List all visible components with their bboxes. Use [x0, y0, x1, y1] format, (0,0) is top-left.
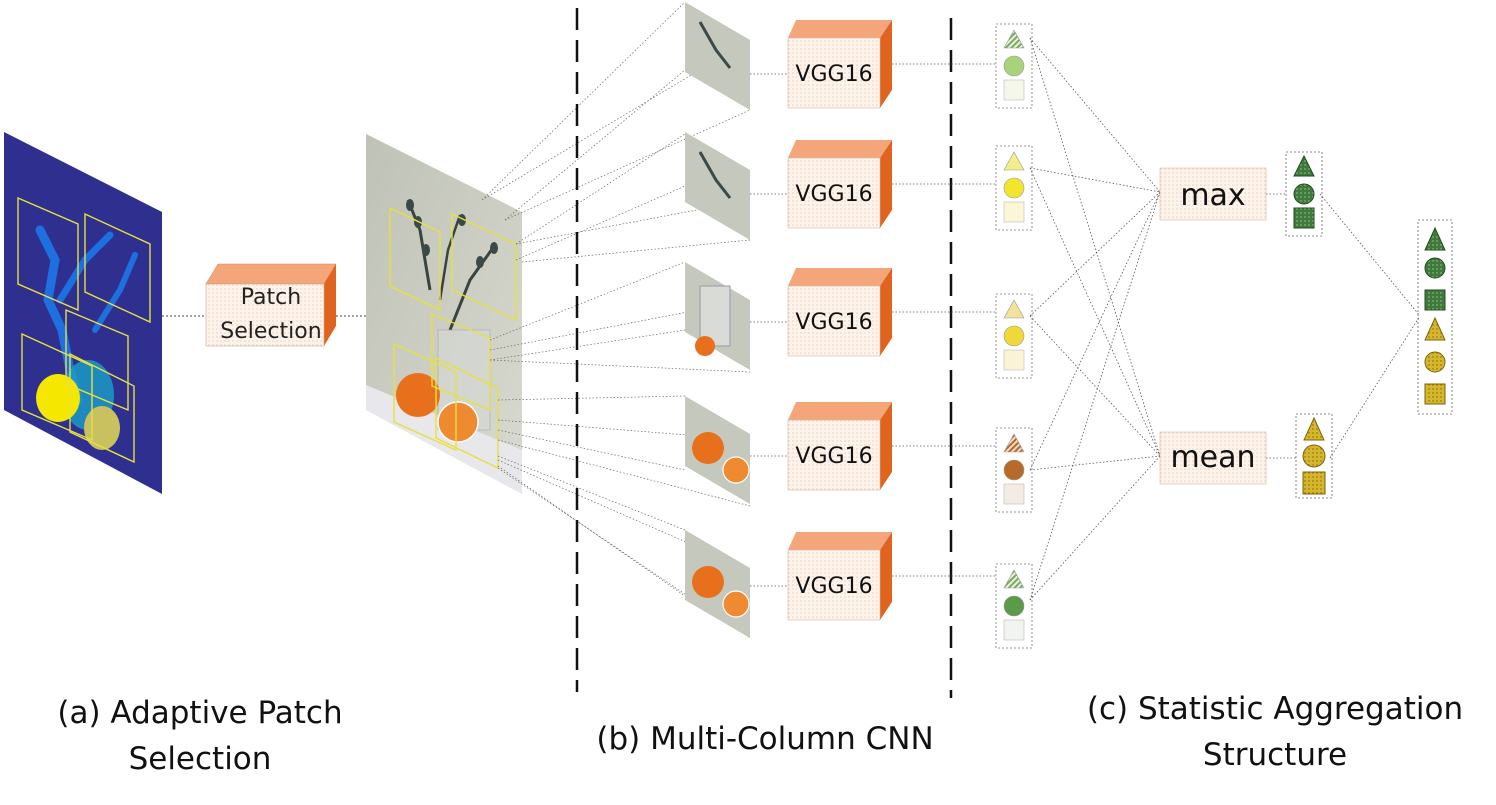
caption-c: (c) Statistic Aggregation Structure	[1060, 686, 1490, 778]
cnn-column-4: VGG16	[685, 396, 1033, 513]
caption-c-line1: (c) Statistic Aggregation	[1086, 691, 1464, 727]
mean-node: mean	[1159, 431, 1267, 485]
image-patch-4	[685, 396, 750, 504]
mean-label: mean	[1170, 440, 1255, 475]
column-feature-5	[995, 563, 1033, 649]
patch-selection-label-2: Selection	[220, 319, 321, 344]
patch-selection-label-1: Patch	[241, 285, 301, 310]
vgg16-label-1: VGG16	[795, 62, 872, 87]
image-patch-5	[685, 530, 750, 638]
column-feature-3	[995, 293, 1033, 379]
image-patch-1	[685, 2, 750, 110]
vgg16-block-5: VGG16	[787, 532, 892, 621]
vgg16-label-4: VGG16	[795, 444, 872, 469]
caption-c-line2: Structure	[1202, 737, 1348, 773]
max-node: max	[1159, 167, 1267, 221]
cnn-column-5: VGG16	[685, 530, 1033, 649]
vgg16-block-2: VGG16	[787, 140, 892, 229]
vgg16-label-3: VGG16	[795, 310, 872, 335]
vgg16-block-4: VGG16	[787, 402, 892, 491]
caption-a: (a) Adaptive Patch Selection	[30, 690, 370, 782]
caption-a-line1: (a) Adaptive Patch	[57, 695, 343, 731]
caption-b: (b) Multi-Column CNN	[570, 716, 960, 762]
cnn-column-3: VGG16	[685, 262, 1033, 379]
aggregation-links	[1029, 37, 1421, 601]
vgg16-label-2: VGG16	[795, 182, 872, 207]
max-feature-vector	[1285, 151, 1323, 237]
max-label: max	[1180, 178, 1245, 213]
vgg16-block-1: VGG16	[787, 20, 892, 109]
cnn-column-2: VGG16	[685, 132, 1033, 240]
cnn-column-1: VGG16	[685, 2, 1033, 110]
vgg16-label-5: VGG16	[795, 574, 872, 599]
column-feature-1	[995, 23, 1033, 109]
saliency-heatmap	[4, 132, 162, 494]
image-patch-2	[685, 132, 750, 240]
caption-a-line2: Selection	[128, 741, 272, 777]
column-feature-2	[995, 145, 1033, 231]
source-photo	[366, 134, 522, 494]
mean-feature-vector	[1295, 413, 1333, 499]
patch-selection-block: Patch Selection	[205, 263, 337, 347]
caption-b-line1: (b) Multi-Column CNN	[596, 721, 934, 757]
vgg16-block-3: VGG16	[787, 268, 892, 357]
column-feature-4	[995, 427, 1033, 513]
image-patch-3	[685, 262, 750, 370]
final-feature-vector	[1417, 219, 1453, 415]
